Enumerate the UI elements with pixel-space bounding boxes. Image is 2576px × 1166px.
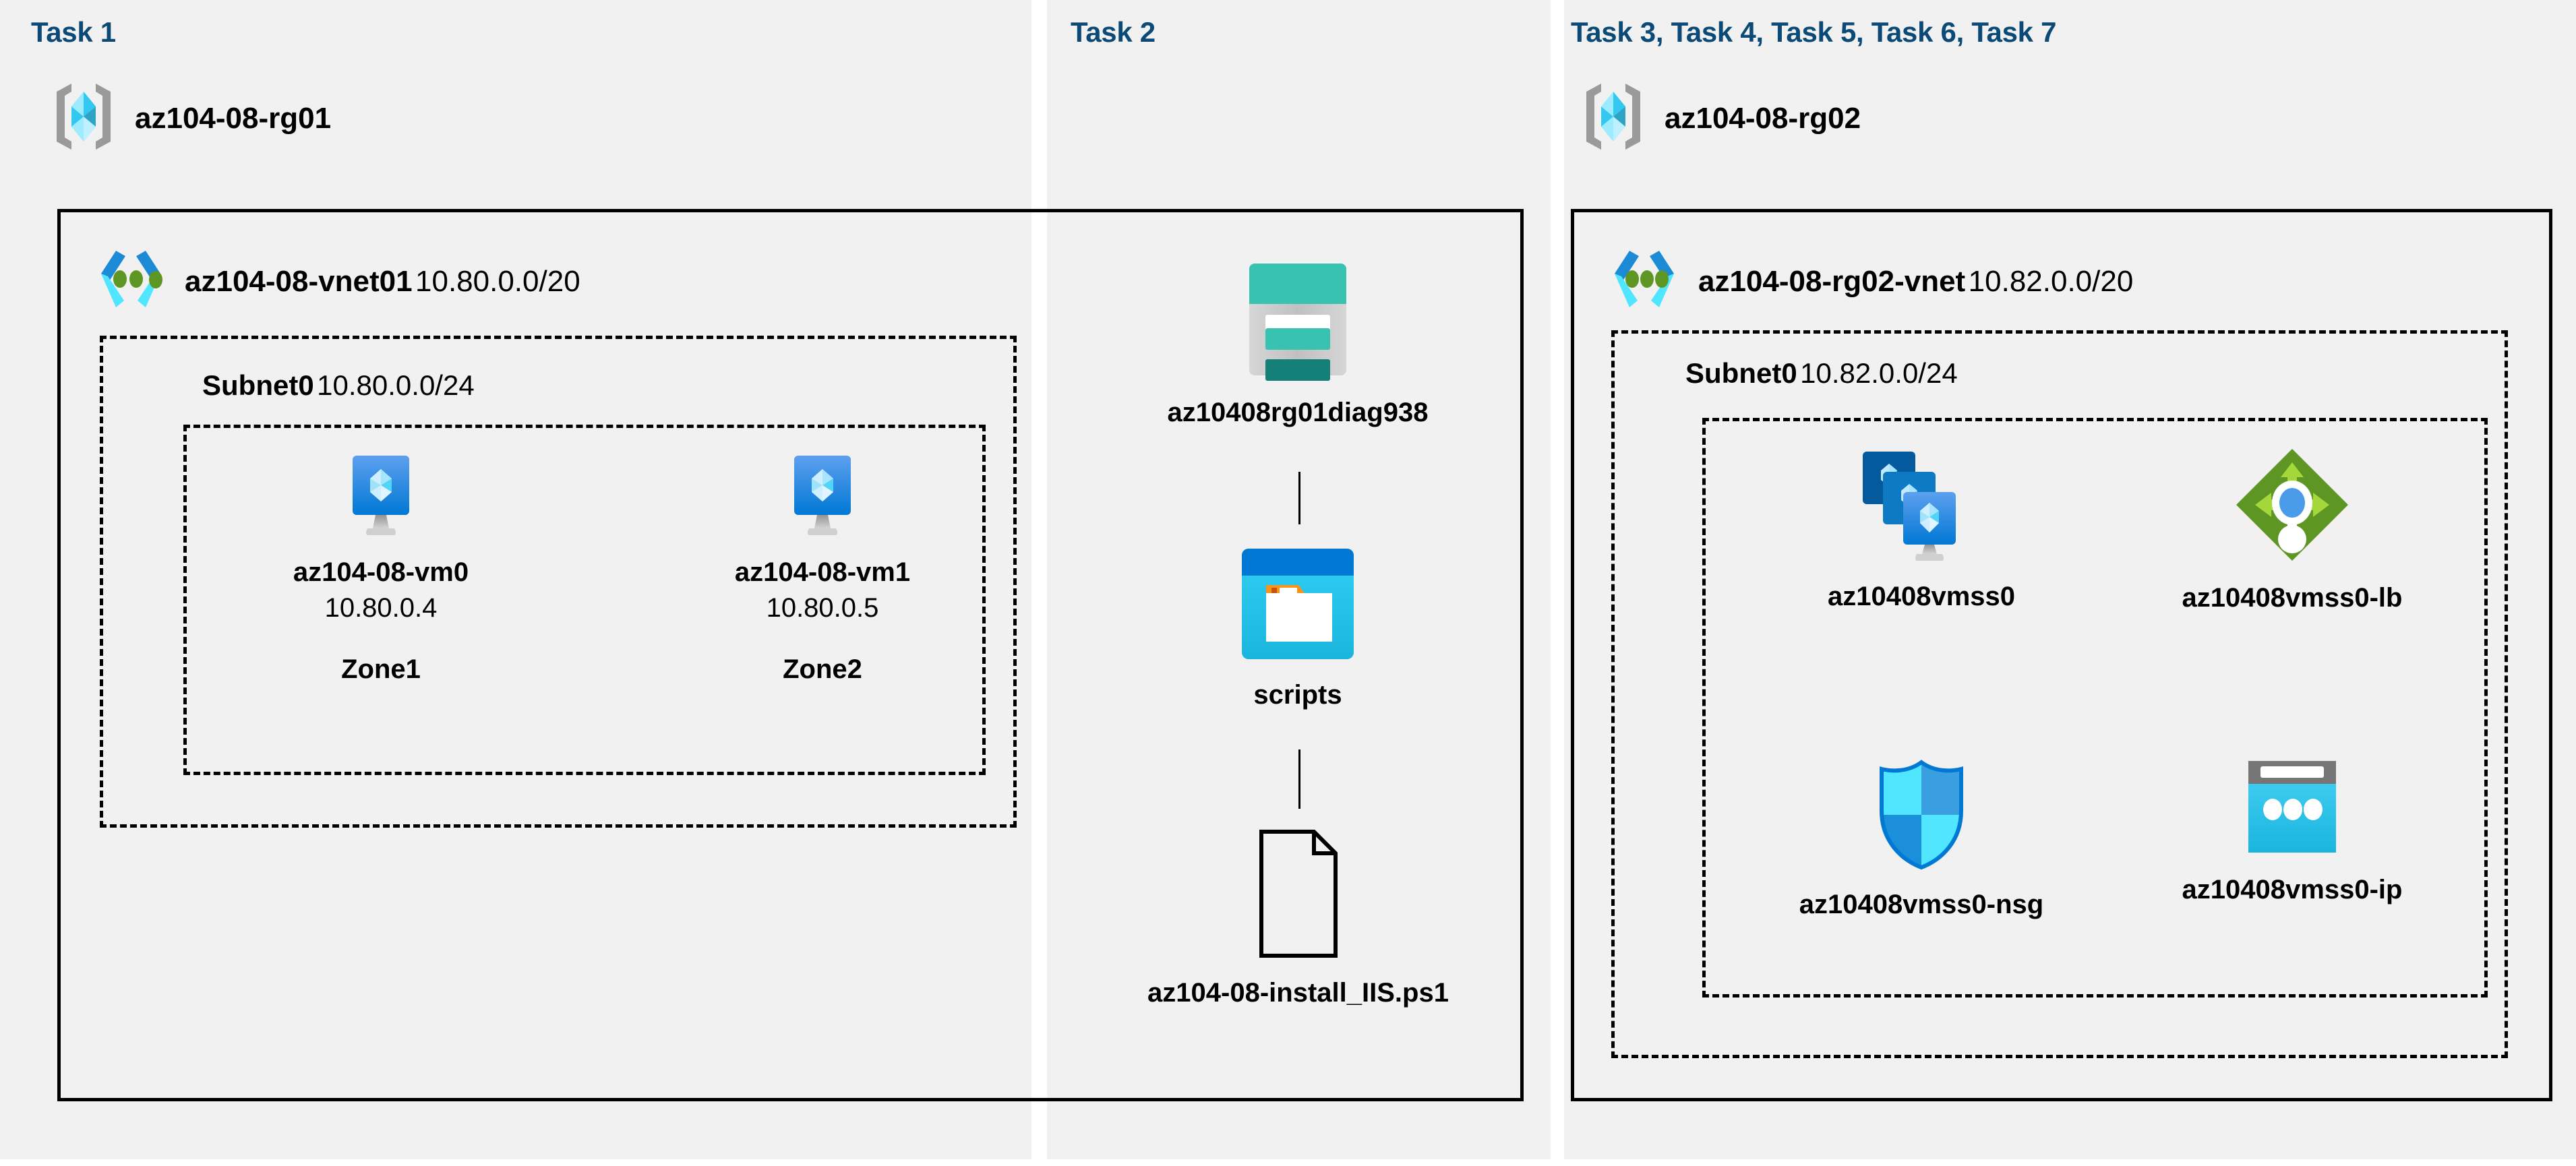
subnet-name: Subnet0 [202, 369, 314, 401]
subnet-name: Subnet0 [1685, 357, 1797, 389]
task-3-to-7-label: Task 3, Task 4, Task 5, Task 6, Task 7 [1571, 16, 2057, 48]
vm-node-0: az104-08-vm0 10.80.0.4 Zone1 [263, 453, 499, 685]
virtual-network-icon-dot3 [149, 271, 162, 288]
blob-container-name: scripts [1253, 680, 1342, 710]
vm-node-1: az104-08-vm1 10.80.0.5 Zone2 [705, 453, 940, 685]
vm-zone: Zone1 [341, 654, 421, 684]
storage-account-name: az10408rg01diag938 [1167, 398, 1429, 427]
blob-container-node: scripts [1149, 546, 1446, 710]
virtual-machine-icon [343, 453, 419, 543]
load-balancer-name: az10408vmss0-lb [2182, 583, 2403, 613]
resource-group-name: az104-08-rg01 [135, 101, 332, 135]
panel-task3to7-background [1564, 0, 2576, 1159]
resource-group-icon [51, 81, 116, 156]
subnet-cidr: 10.82.0.0/24 [1800, 357, 1958, 389]
blob-container-icon [1236, 546, 1359, 665]
vnet-label-group: az104-08-rg02-vnet 10.82.0.0/20 [1698, 265, 2133, 299]
resource-group-name: az104-08-rg02 [1665, 101, 1861, 135]
public-ip-node: az10408vmss0-ip [2144, 758, 2440, 905]
virtual-machine-icon [785, 453, 860, 543]
load-balancer-node: az10408vmss0-lb [2144, 445, 2440, 613]
vnet-label-group: az104-08-vnet01 10.80.0.0/20 [185, 265, 580, 299]
network-security-group-icon [1874, 758, 1969, 875]
vm-name: az104-08-vm0 [293, 557, 469, 587]
vm-ip: 10.80.0.4 [324, 593, 438, 623]
virtual-network-icon [1608, 244, 1681, 319]
connector-storage-to-container [1298, 472, 1300, 524]
file-document-icon [1249, 828, 1348, 963]
nsg-name: az10408vmss0-nsg [1799, 890, 2044, 919]
connector-container-to-file [1298, 749, 1300, 809]
subnet-boundary-task3to7 [1611, 330, 2508, 1058]
resource-group-task1: az104-08-rg01 [51, 81, 331, 156]
zone-group-boundary-task1 [183, 425, 986, 775]
resource-group-task3to7: az104-08-rg02 [1581, 81, 1861, 156]
vnet-header-task1: az104-08-vnet01 10.80.0.0/20 [94, 244, 580, 319]
vnet-boundary-task3to7 [1571, 209, 2552, 1101]
vnet-cidr: 10.82.0.0/20 [1968, 264, 2134, 298]
vnet-name: az104-08-vnet01 [185, 264, 413, 298]
script-file-name: az104-08-install_IIS.ps1 [1147, 978, 1449, 1008]
vmss-node: az10408vmss0 [1773, 445, 2070, 612]
vnet-cidr: 10.80.0.0/20 [415, 264, 580, 298]
subnet-header-task1: Subnet0 10.80.0.0/24 [202, 369, 475, 402]
nsg-node: az10408vmss0-nsg [1773, 758, 2070, 920]
panel-task1-background [0, 0, 1031, 1159]
vnet-header-task3to7: az104-08-rg02-vnet 10.82.0.0/20 [1608, 244, 2133, 319]
subnet-cidr: 10.80.0.0/24 [317, 369, 475, 401]
public-ip-address-icon [2242, 758, 2343, 860]
storage-account-icon-bars [1265, 328, 1330, 381]
vnet-boundary-task1 [57, 209, 1524, 1101]
load-balancer-icon [2232, 445, 2352, 568]
vm-zone: Zone2 [783, 654, 862, 684]
subnet-boundary-task1 [100, 336, 1017, 828]
resource-group-boundary-inner [1702, 418, 2488, 998]
vm-scale-set-icon [1851, 445, 1992, 567]
vm-ip: 10.80.0.5 [766, 593, 879, 623]
task-1-label: Task 1 [31, 16, 116, 48]
subnet-header-task3to7: Subnet0 10.82.0.0/24 [1685, 357, 1958, 390]
vnet-name: az104-08-rg02-vnet [1698, 264, 1966, 298]
script-file-node: az104-08-install_IIS.ps1 [1098, 828, 1499, 1008]
vm-name: az104-08-vm1 [734, 557, 911, 587]
task-2-label: Task 2 [1071, 16, 1156, 48]
resource-group-icon [1581, 81, 1646, 156]
vmss-name: az10408vmss0 [1827, 582, 2016, 611]
public-ip-name: az10408vmss0-ip [2182, 875, 2403, 904]
